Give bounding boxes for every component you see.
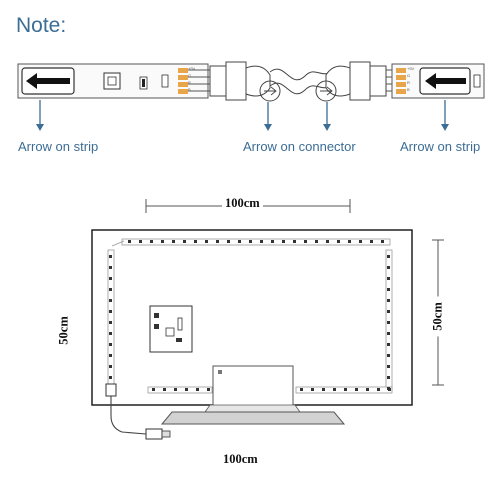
led-chip <box>109 321 112 324</box>
tv-led-strip-top <box>111 238 391 247</box>
led-chip <box>387 354 390 357</box>
led-chip <box>196 388 199 391</box>
wire-squiggle <box>269 68 333 95</box>
dimension-bottom-width: 100cm <box>223 452 258 466</box>
led-chip <box>333 388 336 391</box>
tv-led-strip-left <box>107 249 115 386</box>
led-chip <box>109 288 112 291</box>
led-chip <box>326 240 329 243</box>
led-chip <box>344 388 347 391</box>
led-chip <box>311 388 314 391</box>
led-chip <box>348 240 351 243</box>
led-chip <box>370 240 373 243</box>
led-chip <box>315 240 318 243</box>
led-chip <box>207 388 210 391</box>
led-chip <box>271 240 274 243</box>
led-chip <box>359 240 362 243</box>
led-chip <box>260 240 263 243</box>
led-chip <box>163 388 166 391</box>
pin-label: +5V <box>407 66 415 71</box>
led-chip <box>109 255 112 258</box>
led-chip <box>293 240 296 243</box>
pin-label: B <box>407 87 410 92</box>
led-chip <box>109 266 112 269</box>
led-chips <box>109 240 391 391</box>
led-chip <box>128 240 131 243</box>
tv-led-strip-right <box>385 249 393 391</box>
led-chip <box>109 354 112 357</box>
note-title: Note: <box>16 14 67 37</box>
led-chip <box>387 343 390 346</box>
usb-cable <box>105 383 171 440</box>
led-chip <box>387 376 390 379</box>
led-chip <box>387 321 390 324</box>
led-chip <box>109 299 112 302</box>
left-strip <box>17 63 210 99</box>
led-chip <box>150 240 153 243</box>
dimension-right-height: 50cm <box>430 296 446 337</box>
led-chip <box>387 277 390 280</box>
pin-label: G <box>407 73 411 78</box>
led-chip <box>172 240 175 243</box>
led-chip <box>304 240 307 243</box>
led-chip <box>109 343 112 346</box>
led-chip <box>249 240 252 243</box>
dimension-top-width: 100cm <box>222 196 263 211</box>
pin-label: G <box>188 73 192 78</box>
led-chip <box>109 365 112 368</box>
arrow-down-icon <box>264 102 272 131</box>
connector-left <box>209 61 281 102</box>
led-chip <box>377 388 380 391</box>
led-chip <box>322 388 325 391</box>
led-chip <box>152 388 155 391</box>
led-chip <box>337 240 340 243</box>
pin-label: R <box>407 80 410 85</box>
pin-label: +5V <box>188 66 196 71</box>
caption-arrow-on-strip-right: Arrow on strip <box>400 139 481 154</box>
led-chip <box>227 240 230 243</box>
led-chip <box>238 240 241 243</box>
arrow-down-icon <box>36 100 44 131</box>
arrow-down-icon <box>323 102 331 131</box>
led-chip <box>161 240 164 243</box>
pin-label: B <box>188 87 191 92</box>
led-chip <box>216 240 219 243</box>
led-chip <box>109 376 112 379</box>
led-chip <box>387 299 390 302</box>
led-chip <box>387 365 390 368</box>
led-chip <box>183 240 186 243</box>
led-chip <box>387 288 390 291</box>
led-chip <box>205 240 208 243</box>
led-chip <box>109 277 112 280</box>
led-chip <box>388 388 391 391</box>
dimension-left-height: 50cm <box>56 316 71 345</box>
led-chip <box>387 310 390 313</box>
led-chip <box>194 240 197 243</box>
led-chip <box>387 332 390 335</box>
arrow-left-icon <box>26 73 70 89</box>
led-chip <box>355 388 358 391</box>
connector-right <box>315 61 387 102</box>
pin-label: R <box>188 80 191 85</box>
caption-arrow-on-strip-left: Arrow on strip <box>18 139 99 154</box>
tv-stand <box>160 365 346 425</box>
led-chip <box>109 310 112 313</box>
right-strip <box>386 63 485 99</box>
led-chip <box>300 388 303 391</box>
led-chip <box>387 266 390 269</box>
led-chip <box>366 388 369 391</box>
led-chip <box>381 240 384 243</box>
controller-box <box>149 305 193 353</box>
led-chip <box>174 388 177 391</box>
led-chip <box>387 255 390 258</box>
led-chip <box>139 240 142 243</box>
caption-arrow-on-connector: Arrow on connector <box>243 139 356 154</box>
arrow-left-icon <box>425 73 466 89</box>
led-chip <box>282 240 285 243</box>
led-chip <box>109 332 112 335</box>
led-chip <box>185 388 188 391</box>
arrow-down-icon <box>441 100 449 131</box>
